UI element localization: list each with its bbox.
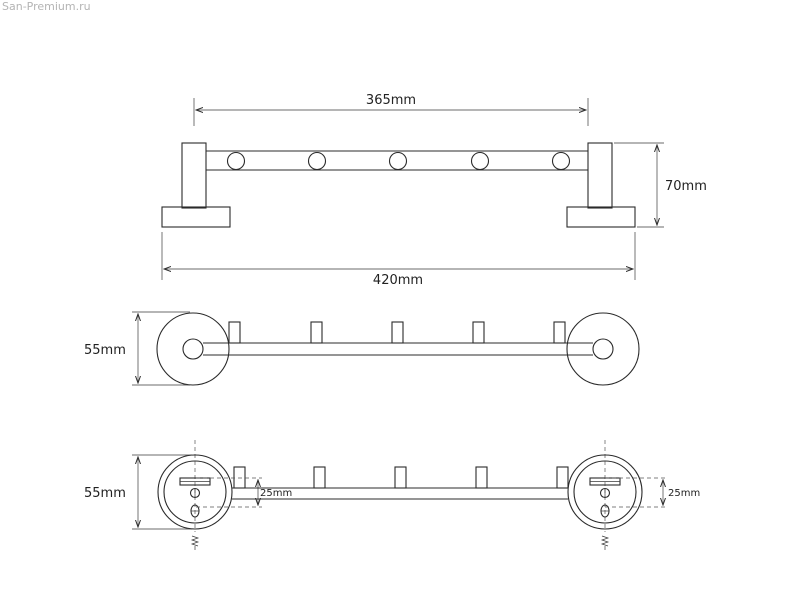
label-420mm: 420mm xyxy=(373,273,423,288)
watermark: San-Premium.ru xyxy=(2,0,91,13)
top-left-rosette xyxy=(156,312,230,386)
dimension-25-left: 25mm xyxy=(196,477,292,508)
label-55mm-back: 55mm xyxy=(84,486,126,501)
front-left-base xyxy=(161,206,231,228)
dimension-365: 365mm xyxy=(193,93,589,126)
top-left-rod-end xyxy=(182,338,204,360)
front-left-post xyxy=(181,142,207,209)
label-25mm-left: 25mm xyxy=(260,488,292,499)
front-hooks xyxy=(226,151,571,171)
back-right-rosette xyxy=(567,440,643,532)
front-view: 365mm 420mm 70mm xyxy=(161,93,707,288)
dimension-420: 420mm xyxy=(161,232,636,288)
dimension-70: 70mm xyxy=(614,142,707,228)
top-right-rosette xyxy=(566,312,640,386)
back-right-screw xyxy=(600,535,610,550)
dimension-25-right: 25mm xyxy=(605,477,700,508)
label-25mm-right: 25mm xyxy=(668,488,700,499)
label-365mm: 365mm xyxy=(366,93,416,108)
front-right-base xyxy=(566,206,636,228)
back-hooks xyxy=(233,466,569,489)
back-left-screw xyxy=(190,535,200,550)
back-left-rosette xyxy=(157,440,233,532)
top-hooks xyxy=(228,321,566,344)
dimension-55-top: 55mm xyxy=(84,311,190,386)
top-view: 55mm xyxy=(84,311,640,386)
front-right-post xyxy=(587,142,613,209)
label-70mm: 70mm xyxy=(665,179,707,194)
top-right-rod-end xyxy=(592,338,614,360)
dimension-55-back: 55mm xyxy=(84,454,192,530)
label-55mm-top: 55mm xyxy=(84,343,126,358)
back-view: 55mm 25mm 25mm xyxy=(84,440,700,550)
